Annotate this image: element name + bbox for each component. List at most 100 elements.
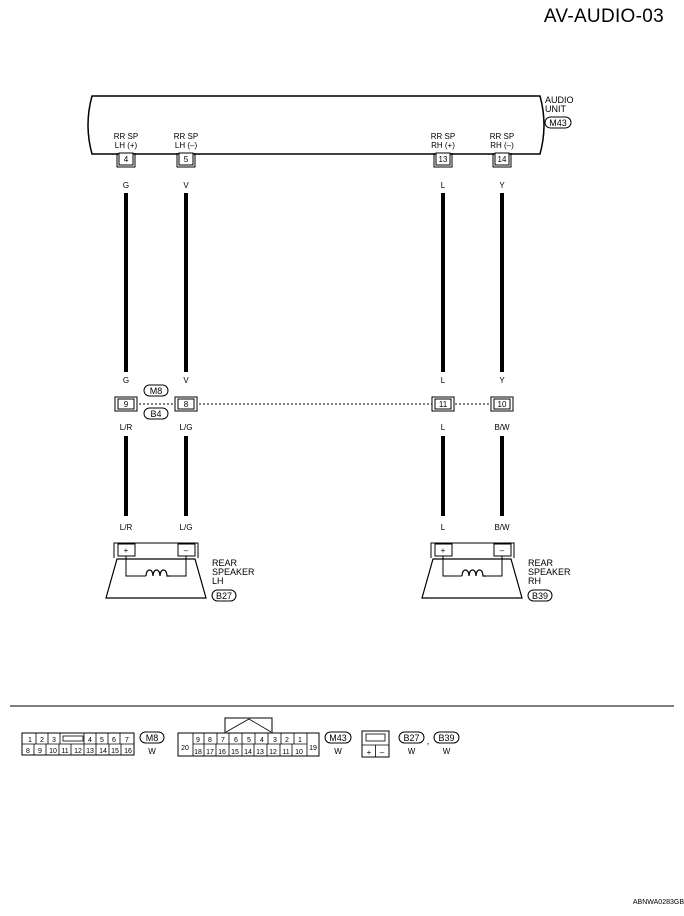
pin-label: 11 xyxy=(282,749,289,756)
audio-unit-terminal-rr-lh-minus: RR SP LH (–) 5 xyxy=(174,132,198,168)
svg-text:8: 8 xyxy=(184,400,189,409)
wire-color-label: L xyxy=(441,423,446,432)
wire-color-label: L/R xyxy=(120,423,133,432)
speaker-connector-id: B39 xyxy=(532,591,548,601)
figure-code: ABNWA0283GB xyxy=(632,899,684,906)
speaker-terminal-plus: + xyxy=(124,546,129,555)
lower-wires xyxy=(124,436,504,516)
svg-text:B4: B4 xyxy=(150,409,161,419)
audio-unit-terminal-rr-rh-plus: RR SP RH (+) 13 xyxy=(431,132,455,168)
terminal-label: RR SP xyxy=(431,132,455,141)
pin-label: 3 xyxy=(273,737,277,744)
wire-color-label: G xyxy=(123,181,129,190)
connector-id: B27 xyxy=(403,733,419,743)
terminal-label: RR SP xyxy=(490,132,514,141)
rear-speaker-rh: + – REAR SPEAKER RH B39 xyxy=(421,542,571,602)
pin-label: 17 xyxy=(206,749,214,756)
pin-label: 11 xyxy=(61,748,68,755)
speaker-name: REAR xyxy=(212,558,238,568)
svg-text:9: 9 xyxy=(124,400,129,409)
terminal-plus: + xyxy=(367,748,372,757)
connector-view-b27-b39: + – B27 , W B39 W xyxy=(361,730,460,758)
pin-label: 13 xyxy=(86,748,94,755)
pin-label: 13 xyxy=(256,749,264,756)
wire-color-label: B/W xyxy=(494,523,510,532)
audio-unit-terminal-rr-rh-minus: RR SP RH (–) 14 xyxy=(490,132,514,168)
connector-id: M43 xyxy=(329,733,347,743)
wire-color-label: L/G xyxy=(180,423,193,432)
pin-label: 1 xyxy=(298,737,302,744)
pin-label: 16 xyxy=(218,749,226,756)
connector-color: W xyxy=(443,747,451,756)
speaker-name: SPEAKER xyxy=(528,567,571,577)
svg-text:10: 10 xyxy=(498,400,507,409)
pin-label: 9 xyxy=(38,748,42,755)
pin-label: 15 xyxy=(231,749,239,756)
speaker-name: REAR xyxy=(528,558,554,568)
wire-color-label: B/W xyxy=(494,423,510,432)
coil-icon xyxy=(145,569,170,577)
pin-label: 8 xyxy=(26,748,30,755)
pin-label: 10 xyxy=(295,749,303,756)
terminal-label: RR SP xyxy=(114,132,138,141)
connector-view-m8: 1 2 3 4 5 6 7 8 9 10 11 12 13 14 15 16 M… xyxy=(21,731,165,756)
terminal-label: RH (+) xyxy=(431,141,455,150)
separator: , xyxy=(427,736,430,746)
pin-label: 10 xyxy=(49,748,57,755)
terminal-pin: 4 xyxy=(124,155,129,164)
speaker-name: RH xyxy=(528,576,541,586)
junction-pin-11: 11 xyxy=(431,396,455,412)
speaker-name: SPEAKER xyxy=(212,567,255,577)
wire-color-label: L xyxy=(441,523,446,532)
pin-label: 6 xyxy=(112,737,116,744)
junction-pin-10: 10 xyxy=(490,396,514,412)
terminal-label: RR SP xyxy=(174,132,198,141)
wire-color-label: L/G xyxy=(180,523,193,532)
pin-label: 12 xyxy=(74,748,82,755)
pin-label: 7 xyxy=(221,737,225,744)
pin-label: 20 xyxy=(181,745,189,752)
wire-color-label: L xyxy=(441,376,446,385)
speaker-connector-id: B27 xyxy=(216,591,232,601)
junction-pin-8: 8 xyxy=(174,396,198,412)
junction-pin-9: 9 xyxy=(114,396,138,412)
audio-unit-terminal-rr-lh-plus: RR SP LH (+) 4 xyxy=(114,132,138,168)
pin-label: 14 xyxy=(99,748,107,755)
svg-text:11: 11 xyxy=(439,400,448,409)
junction-connector-b4: B4 xyxy=(143,407,169,420)
connector-view-m43: 9 8 7 6 5 4 3 2 1 20 18 17 16 15 14 13 1… xyxy=(177,717,352,757)
audio-unit-name-2: UNIT xyxy=(545,104,566,114)
terminal-label: LH (–) xyxy=(175,141,198,150)
locking-tab-icon xyxy=(62,735,84,742)
rear-speaker-lh: + – REAR SPEAKER LH B27 xyxy=(105,542,255,602)
connector-color: W xyxy=(334,747,342,756)
pin-label: 18 xyxy=(194,749,202,756)
pin-label: 4 xyxy=(88,737,92,744)
pin-label: 2 xyxy=(40,737,44,744)
speaker-terminal-minus: – xyxy=(184,546,189,555)
pin-label: 5 xyxy=(247,737,251,744)
wire-color-label: L/R xyxy=(120,523,133,532)
connector-id: M8 xyxy=(146,733,159,743)
pin-label: 3 xyxy=(52,737,56,744)
wire-color-label: Y xyxy=(499,181,505,190)
wire-color-label: Y xyxy=(499,376,505,385)
pin-label: 14 xyxy=(244,749,252,756)
speaker-terminal-minus: – xyxy=(500,546,505,555)
upper-wires xyxy=(124,193,504,372)
page-id: AV-AUDIO-03 xyxy=(543,6,664,27)
svg-text:M8: M8 xyxy=(150,386,163,396)
terminal-label: LH (+) xyxy=(115,141,138,150)
pin-label: 2 xyxy=(285,737,289,744)
pin-label: 6 xyxy=(234,737,238,744)
terminal-pin: 13 xyxy=(439,155,448,164)
pin-label: 12 xyxy=(269,749,277,756)
audio-unit-name-1: AUDIO xyxy=(545,95,574,105)
wire-color-label: L xyxy=(441,181,446,190)
pin-label: 4 xyxy=(260,737,264,744)
pin-label: 1 xyxy=(28,737,32,744)
speaker-name: LH xyxy=(212,576,224,586)
pin-label: 7 xyxy=(125,737,129,744)
pin-label: 5 xyxy=(100,737,104,744)
